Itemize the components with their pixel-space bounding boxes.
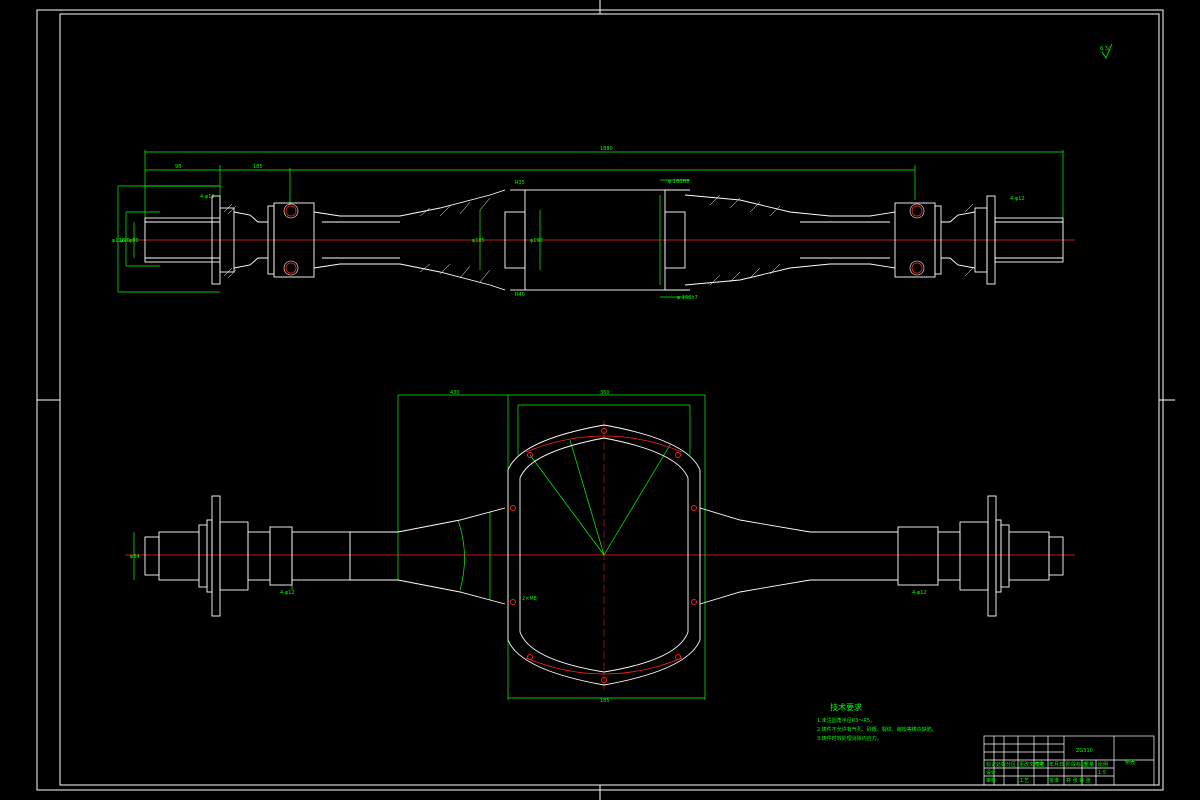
title-role-design: 设计 (986, 769, 996, 776)
title-role-approve: 批准 (1049, 777, 1059, 784)
title-row-mark: 标记 (986, 761, 996, 768)
center-width: 185 (600, 698, 610, 704)
bolt-left-top: 4-φ12 (200, 194, 215, 200)
title-row-date: 年月日 (1049, 761, 1064, 768)
radius-left: R35 (515, 180, 525, 186)
tech-req-line-1: 1.未注圆角半径R3～R5。 (817, 717, 875, 724)
hub-offset: 185 (253, 164, 263, 170)
title-block: ZG310 桥壳 阶段标记 重量 比例 1:5 共 张 第 张 标记 处数 分区… (983, 735, 1155, 786)
tech-req-line-2: 2.铸件不允许有气孔、砂眼、裂纹、缩松等铸造缺陷。 (817, 726, 937, 733)
top-section-view: 1880 185 98 φ120 φ96 φ80 φ185 φ190 φ 160… (112, 146, 1075, 301)
center-dia-2: φ190 (530, 238, 543, 244)
tech-req-title: 技术要求 (830, 702, 862, 712)
side-dia-1: φ80 (129, 238, 139, 244)
tech-req-line-3: 3.铸件时效处理消除内应力。 (817, 735, 882, 742)
title-row-sign: 签名 (1035, 761, 1045, 768)
bolt-right-top: 4-φ12 (1010, 196, 1025, 202)
title-row-doc: 更改文件号 (1019, 761, 1044, 768)
bolt-bottom-right: 4-φ12 (912, 590, 927, 596)
side-dia-2: φ96 (120, 238, 130, 244)
title-row-count: 处数 (996, 761, 1006, 768)
title-stage: 阶段标记 (1066, 761, 1086, 768)
svg-text:6.3/: 6.3/ (1100, 46, 1110, 52)
title-row-zone: 分区 (1006, 761, 1016, 768)
sheet-border (36, 0, 1175, 800)
tol-top: φ 160H8 (668, 179, 689, 185)
tol-bottom: φ 150h7 (677, 295, 698, 301)
overall-length: 1880 (600, 146, 613, 152)
bottom-center-width: 360 (600, 390, 610, 396)
title-material: ZG310 (1076, 748, 1093, 754)
bottom-height: φ64 (130, 554, 140, 560)
bottom-plan-view: 430 360 185 φ64 4-φ12 4-φ12 2×M8 (125, 390, 1075, 704)
technical-requirements: 技术要求 1.未注圆角半径R3～R5。 2.铸件不允许有气孔、砂眼、裂纹、缩松等… (817, 702, 937, 742)
flange-offset: 98 (175, 164, 181, 170)
bolt-bottom-left: 4-φ12 (280, 590, 295, 596)
title-scale-label: 比例 (1098, 761, 1108, 768)
center-dia: φ185 (472, 238, 485, 244)
radius-right: R40 (515, 292, 525, 298)
title-scale: 1:5 (1098, 770, 1106, 776)
bottom-left-span: 430 (450, 390, 460, 396)
title-part-name: 桥壳 (1125, 759, 1135, 766)
title-role-process: 工艺 (1019, 778, 1029, 784)
side-dia-3: φ120 (112, 238, 125, 244)
title-weight-label: 重量 (1084, 761, 1094, 768)
bottom-callout: 2×M8 (522, 596, 537, 602)
title-role-review: 审核 (986, 777, 996, 784)
title-sheet: 共 张 第 张 (1066, 777, 1091, 784)
roughness-symbol: 6.3/ (1100, 43, 1113, 59)
